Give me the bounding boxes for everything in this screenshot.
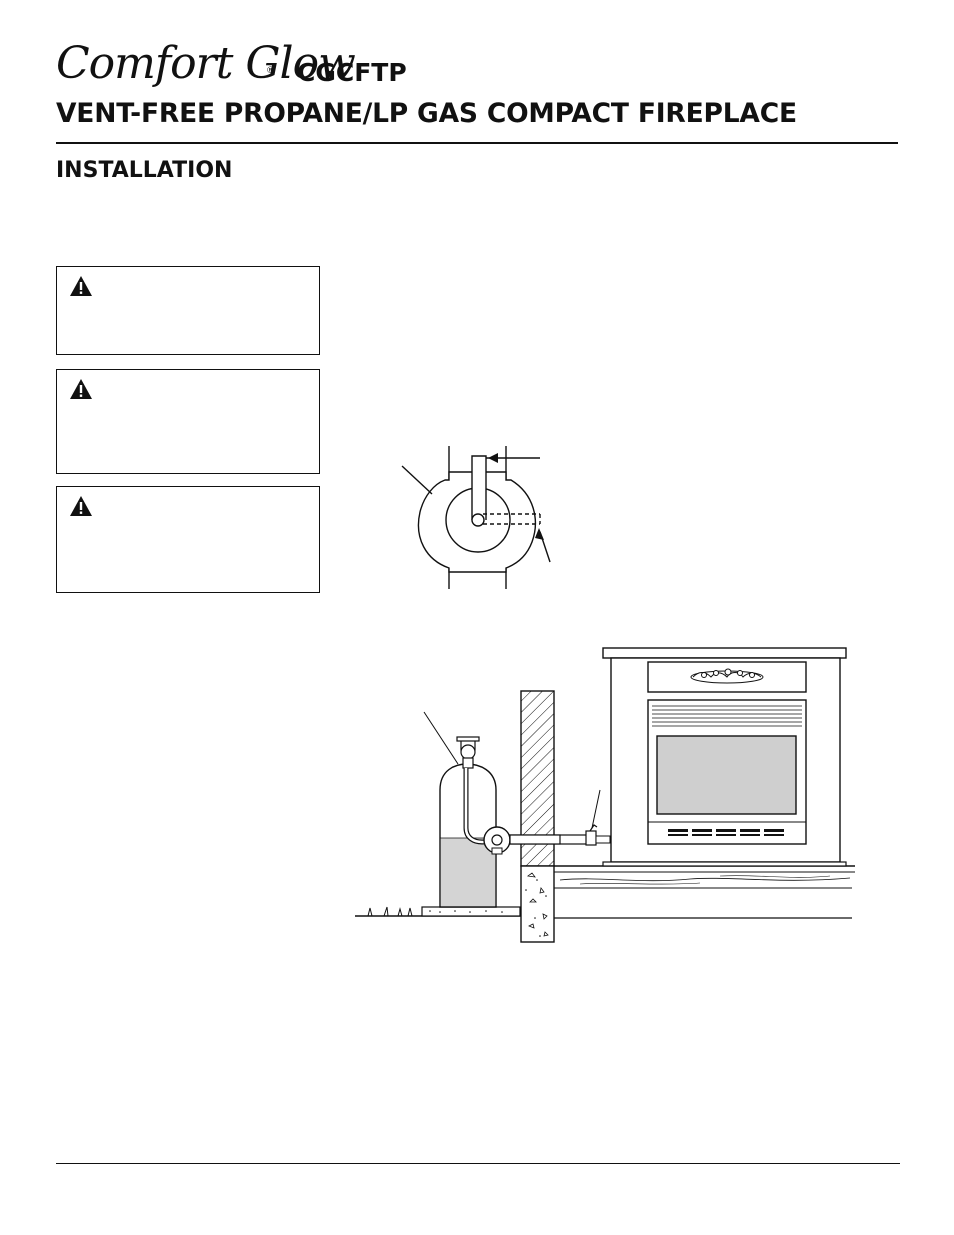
brand-logo: Comfort Glow (56, 38, 356, 89)
warning-triangle-icon (70, 276, 92, 296)
warning-box-1 (56, 266, 320, 355)
section-title: INSTALLATION (56, 158, 233, 183)
warning-box-2 (56, 369, 320, 474)
warning-triangle-icon (70, 379, 92, 399)
document-title: VENT-FREE PROPANE/LP GAS COMPACT FIREPLA… (56, 98, 797, 129)
footer-rule (56, 1163, 900, 1164)
warning-triangle-icon (70, 496, 92, 516)
warning-box-3 (56, 486, 320, 593)
registered-mark: ® (266, 66, 275, 76)
header-rule (56, 142, 898, 144)
model-number: CGCFTP (297, 58, 407, 87)
